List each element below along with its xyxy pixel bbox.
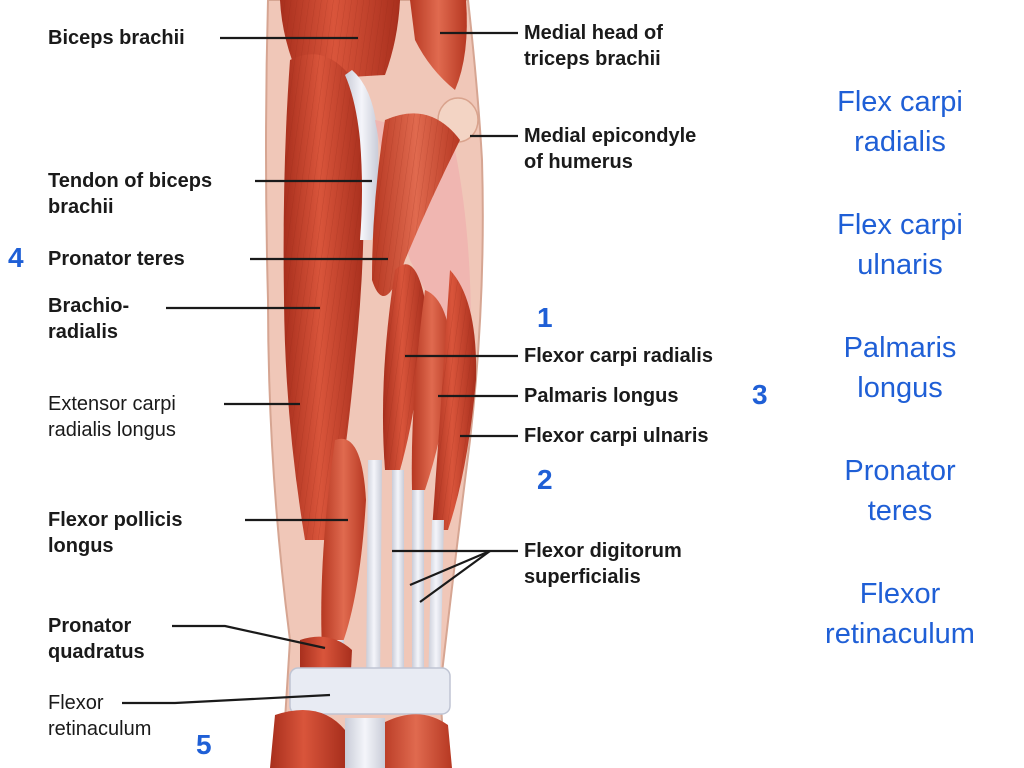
- thenar-muscle: [270, 710, 345, 768]
- number-marker-5: 5: [196, 729, 212, 760]
- tendon-flexor-1: [366, 460, 382, 690]
- term-palmaris-longus: Palmaris longus: [843, 332, 957, 404]
- leader-retinaculum: [122, 693, 331, 705]
- label-flexor-carpi-ulnaris: Flexor carpi ulnaris: [524, 425, 709, 447]
- term-flexor-retinaculum: Flexor retinaculum: [825, 578, 975, 650]
- label-extensor-carpi: Extensor carpi radialis longus: [48, 393, 176, 441]
- hypothenar-muscle: [380, 714, 452, 768]
- number-marker-1: 1: [537, 302, 553, 333]
- term-flex-carpi-ulnaris: Flex carpi ulnaris: [837, 209, 963, 281]
- biceps-tendon: [345, 70, 379, 240]
- tendon-flexor-3: [412, 490, 424, 690]
- flexor-retinaculum-band: [289, 667, 451, 715]
- label-flexor-digitorum: Flexor digitorum superficialis: [524, 540, 682, 588]
- label-pronator-quadratus: Pronator quadratus: [48, 615, 145, 663]
- leader-quadratus: [172, 624, 326, 650]
- label-tendon-biceps: Tendon of biceps brachii: [48, 170, 213, 218]
- number-marker-4: 4: [8, 242, 24, 273]
- label-medial-epicondyle: Medial epicondyle of humerus: [524, 125, 697, 173]
- label-brachioradialis: Brachio- radialis: [48, 295, 130, 343]
- tendon-flexor-2: [392, 470, 404, 690]
- triceps-medial-head-muscle: [410, 0, 467, 90]
- flexor-pollicis-longus-muscle: [321, 438, 366, 650]
- leader-lines: [122, 31, 518, 705]
- term-flex-carpi-radialis: Flex carpi radialis: [837, 86, 963, 158]
- label-palmaris-longus: Palmaris longus: [524, 385, 679, 407]
- label-medial-head-triceps: Medial head of triceps brachii: [524, 22, 663, 70]
- label-flexor-pollicis: Flexor pollicis longus: [48, 509, 183, 557]
- label-flexor-carpi-radialis: Flexor carpi radialis: [524, 345, 713, 367]
- number-marker-3: 3: [752, 379, 768, 410]
- label-flexor-retinaculum: Flexor retinaculum: [48, 692, 152, 740]
- palmaris-longus-muscle: [411, 290, 452, 490]
- label-pronator-teres: Pronator teres: [48, 248, 185, 270]
- palm-tendon-sheet: [345, 718, 385, 768]
- term-pronator-teres: Pronator teres: [844, 455, 956, 527]
- number-marker-2: 2: [537, 464, 553, 495]
- label-biceps-brachii: Biceps brachii: [48, 27, 185, 49]
- tendon-flexor-4: [428, 520, 444, 690]
